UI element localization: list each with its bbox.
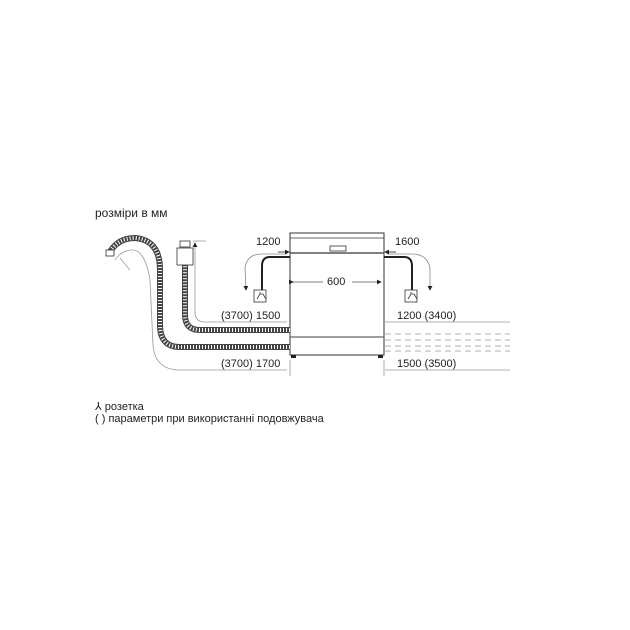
drain-hose — [105, 234, 290, 350]
left-lower-hose-length: (3700) 1700 — [221, 358, 281, 370]
socket-icon-left — [253, 289, 267, 303]
dishwasher-body — [289, 232, 385, 358]
right-cord-length: 1600 — [395, 236, 420, 248]
hose-dimension-guides — [114, 240, 287, 371]
width-label: 600 — [327, 276, 346, 288]
power-cords — [243, 249, 433, 291]
socket-icon: ⅄ — [95, 401, 102, 413]
left-upper-hose-length: (3700) 1500 — [221, 310, 281, 322]
legend-item-extension: ( ) параметри при використанні подовжува… — [95, 413, 324, 425]
units-caption: розміри в мм — [95, 206, 168, 220]
legend-item-socket: ⅄ розетка — [95, 401, 144, 413]
right-upper-hose-length: 1200 (3400) — [397, 310, 457, 322]
extension-lines — [289, 360, 385, 376]
right-lower-hose-length: 1500 (3500) — [397, 358, 457, 370]
socket-icon-right — [404, 289, 418, 303]
left-cord-length: 1200 — [256, 236, 281, 248]
right-hose-guides — [385, 321, 510, 371]
inlet-hose — [176, 240, 290, 333]
